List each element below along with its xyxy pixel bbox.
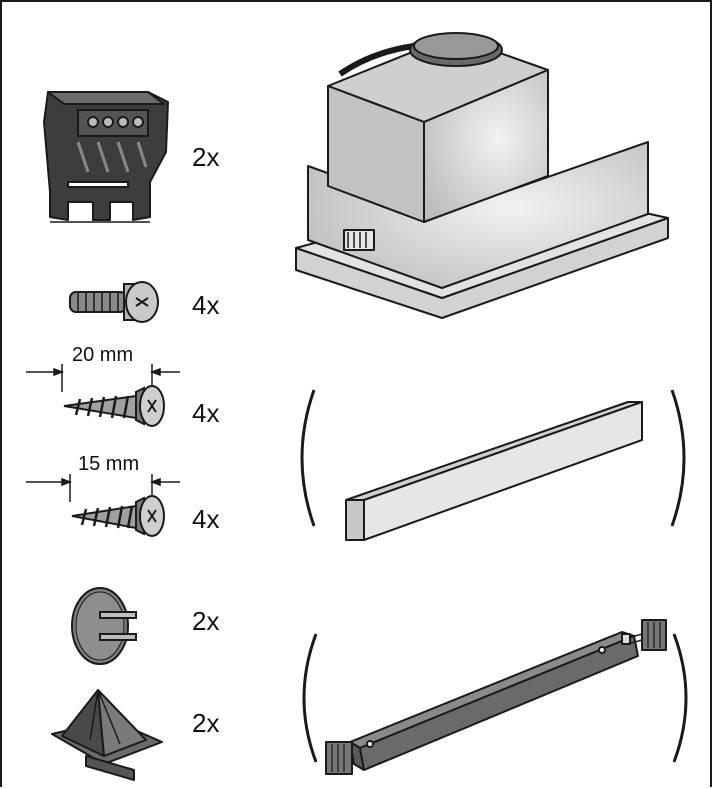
dimension-label: 15 mm [78,453,140,475]
quantity-label: 4x [192,290,220,320]
quantity-label: 4x [192,504,220,534]
quantity-label: 2x [192,708,220,738]
machine-screw-illustration [69,281,159,323]
cover-cap-illustration [71,587,137,665]
hood-unit-illustration [295,32,669,319]
dimension-label: 20 mm [72,344,134,366]
wood-screw-long-illustration [26,364,180,427]
quantity-label: 4x [192,398,220,428]
mounting-clip-illustration [43,91,169,223]
filter-bar-illustration [300,389,686,541]
wood-screw-short-illustration [26,474,180,537]
quantity-label: 2x [192,606,220,636]
profile-rail-illustration [302,619,688,775]
quantity-label: 2x [192,142,220,172]
spacer-bracket-illustration [51,689,163,781]
